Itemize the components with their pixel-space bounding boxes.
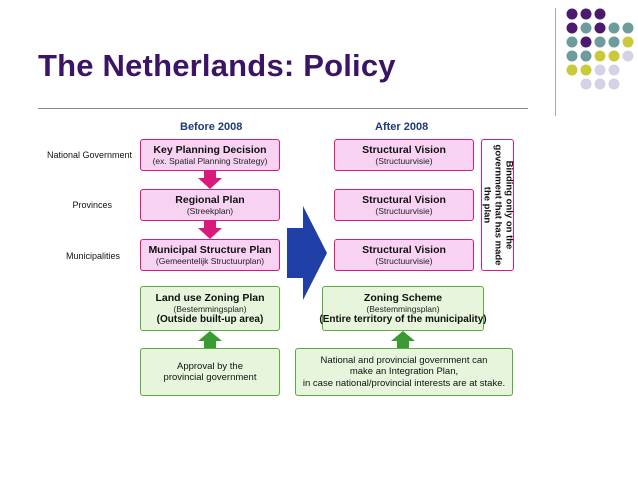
integration-line-2: make an Integration Plan, — [349, 366, 459, 378]
box-approval-provincial: Approval by the provincial government — [140, 348, 280, 396]
box-title: Land use Zoning Plan — [155, 291, 265, 304]
box-title: Municipal Structure Plan — [148, 244, 272, 256]
pink-arrow-2 — [198, 221, 222, 239]
column-header-after: After 2008 — [375, 121, 429, 133]
box-structural-vision-municipalities: Structural Vision (Structuurvisie) — [334, 239, 474, 271]
pink-arrow-1 — [198, 171, 222, 189]
box-title: Structural Vision — [362, 194, 446, 206]
box-municipal-structure-plan: Municipal Structure Plan (Gemeentelijk S… — [140, 239, 280, 271]
decorative-dots — [566, 8, 634, 90]
box-subtitle: (Structuurvisie) — [375, 156, 433, 166]
box-zoning-scheme: Zoning Scheme (Bestemmingsplan) (Entire … — [319, 286, 487, 331]
box-land-use-zoning-plan: Land use Zoning Plan (Bestemmingsplan) (… — [140, 286, 280, 331]
row-label-national: National Government — [46, 150, 132, 160]
green-arrow-left — [198, 331, 222, 348]
box-subtitle: (Bestemmingsplan) — [366, 303, 440, 314]
box-subtitle: (Streekplan) — [186, 206, 234, 216]
box-title: Zoning Scheme — [363, 291, 443, 304]
box-structural-vision-provinces: Structural Vision (Structuurvisie) — [334, 189, 474, 221]
box-binding-note: Binding only on the government that has … — [481, 139, 514, 271]
page-title: The Netherlands: Policy — [38, 48, 396, 83]
binding-note-text: Binding only on the government that has … — [481, 144, 514, 266]
big-blue-arrow — [287, 206, 327, 300]
box-regional-plan: Regional Plan (Streekplan) — [140, 189, 280, 221]
box-note: (Outside built-up area) — [156, 313, 264, 325]
integration-line-1: National and provincial government can — [320, 354, 488, 366]
row-label-provinces: Provinces — [72, 200, 112, 210]
box-subtitle: (Gemeentelijk Structuurplan) — [155, 256, 265, 266]
row-label-municipalities: Municipalities — [65, 251, 120, 261]
box-title: Regional Plan — [175, 194, 245, 206]
column-header-before: Before 2008 — [180, 121, 243, 133]
box-subtitle: (Structuurvisie) — [375, 256, 433, 266]
green-arrow-right — [391, 331, 415, 348]
integration-line-3: in case national/provincial interests ar… — [302, 377, 506, 389]
box-subtitle: (ex. Spatial Planning Strategy) — [152, 156, 268, 166]
box-title: Structural Vision — [362, 144, 446, 156]
box-integration-plan: National and provincial government can m… — [295, 348, 513, 396]
approval-line-1: Approval by the — [176, 360, 243, 372]
approval-line-2: provincial government — [163, 372, 257, 383]
title-underline — [38, 108, 528, 109]
corner-divider-line — [555, 8, 556, 116]
box-note: (Entire territory of the municipality) — [319, 313, 487, 325]
box-title: Key Planning Decision — [153, 144, 267, 156]
box-subtitle: (Bestemmingsplan) — [173, 303, 247, 314]
box-subtitle: (Structuurvisie) — [375, 206, 433, 216]
box-title: Structural Vision — [362, 244, 446, 256]
box-structural-vision-national: Structural Vision (Structuurvisie) — [334, 139, 474, 171]
box-key-planning-decision: Key Planning Decision (ex. Spatial Plann… — [140, 139, 280, 171]
